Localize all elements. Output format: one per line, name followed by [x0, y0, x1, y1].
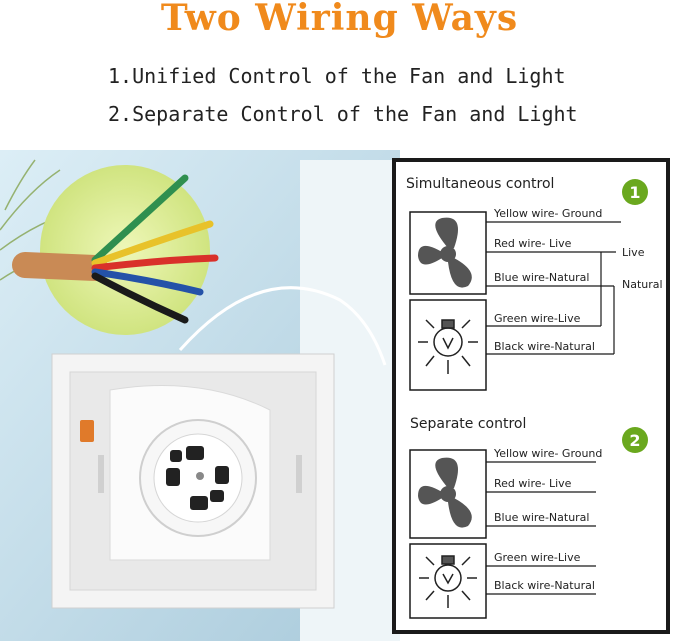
s2-red-wire: Red wire- Live: [494, 477, 572, 490]
mounting-slot-right: [296, 455, 302, 493]
fan-photo-illustration: [0, 150, 400, 641]
badge-2: [622, 427, 648, 453]
s2-green-wire: Green wire-Live: [494, 551, 581, 564]
badge-2-number: 2: [629, 431, 640, 450]
mounting-slot-left: [98, 455, 104, 493]
fan-icon: [418, 457, 472, 528]
wires-2: [486, 461, 596, 595]
s1-red-wire: Red wire- Live: [494, 237, 572, 250]
bulb-icon: [418, 319, 478, 374]
light-icon-box-1: [409, 299, 487, 391]
s2-black-wire: Black wire-Natural: [494, 579, 595, 592]
join-natural-label: Natural: [622, 278, 663, 291]
separate-title: Separate control: [410, 416, 526, 432]
s2-blue-wire: Blue wire-Natural: [494, 511, 589, 524]
join-live-label: Live: [622, 246, 645, 259]
impeller-holes: [166, 446, 229, 510]
s1-black-wire: Black wire-Natural: [494, 340, 595, 353]
product-photo: [0, 150, 400, 641]
simultaneous-title: Simultaneous control: [406, 176, 554, 192]
s1-yellow-wire: Yellow wire- Ground: [493, 207, 602, 220]
motor-hub: [196, 472, 204, 480]
page-title: Two Wiring Ways: [160, 0, 519, 39]
wiring-diagram-svg: Simultaneous control 1: [406, 176, 663, 619]
fan-icon: [418, 217, 472, 288]
wiring-diagram: Simultaneous control 1: [392, 158, 670, 634]
s1-blue-wire: Blue wire-Natural: [494, 271, 589, 284]
option-unified-control: 1.Unified Control of the Fan and Light: [108, 64, 566, 88]
power-cord: [178, 286, 387, 366]
badge-1: [622, 179, 648, 205]
cable-closeup: [12, 174, 219, 324]
wire-connector: [80, 420, 94, 442]
s1-green-wire: Green wire-Live: [494, 312, 581, 325]
wires-1: [486, 221, 621, 355]
bulb-icon: [419, 555, 477, 608]
badge-1-number: 1: [629, 183, 640, 202]
option-separate-control: 2.Separate Control of the Fan and Light: [108, 102, 578, 126]
s2-yellow-wire: Yellow wire- Ground: [493, 447, 602, 460]
